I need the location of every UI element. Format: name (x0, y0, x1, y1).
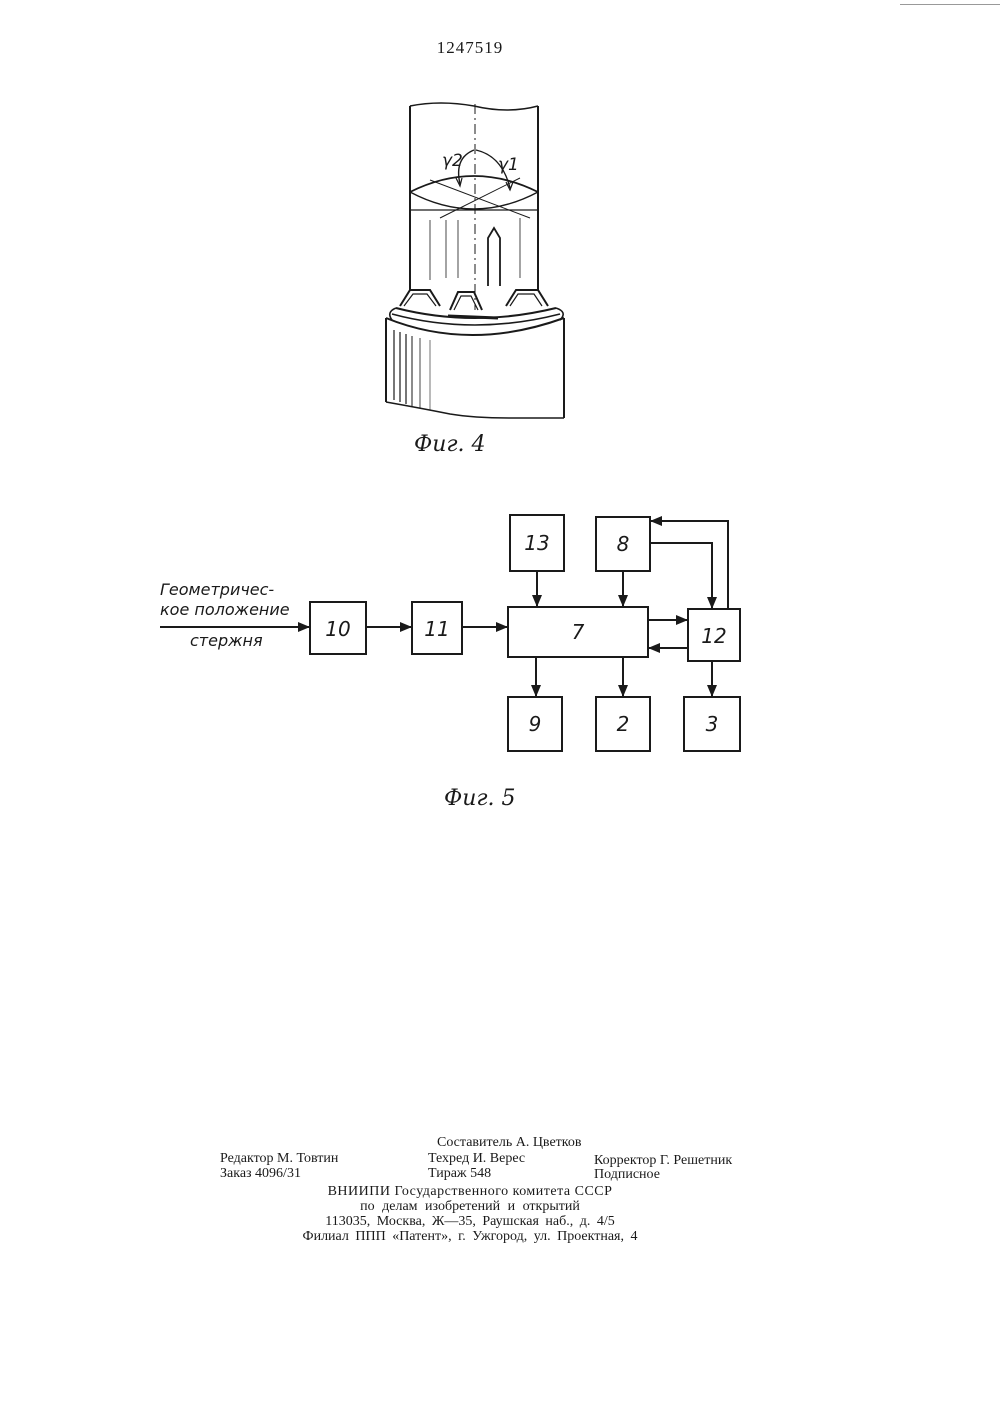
imprint-circulation: Тираж 548 (428, 1166, 491, 1182)
imprint-org-line4: Филиал ППП «Патент», г. Ужгород, ул. Про… (0, 1229, 940, 1245)
angle-gamma1-label: γ1 (498, 155, 519, 175)
input-label-line1: Геометричес- (160, 580, 274, 599)
imprint-compiler: Составитель А. Цветков (437, 1135, 582, 1151)
imprint-org-line1: ВНИИПИ Государственного комитета СССР (0, 1184, 940, 1200)
imprint-org-line2: по делам изобретений и открытий (0, 1199, 940, 1215)
block-13-label: 13 (524, 531, 549, 555)
imprint-techred: Техред И. Верес (428, 1151, 525, 1167)
imprint-editor: Редактор М. Товтин (220, 1151, 338, 1167)
angle-gamma2-label: γ2 (442, 151, 463, 171)
block-9-label: 9 (529, 712, 542, 736)
block-2-label: 2 (617, 712, 630, 736)
imprint-order: Заказ 4096/31 (220, 1166, 301, 1182)
block-11-label: 11 (424, 617, 449, 641)
figure-5-block-diagram: 10 11 7 13 8 12 9 2 3 Геометричес- кое п… (150, 505, 770, 765)
top-edge-line (900, 4, 1000, 5)
block-7-label: 7 (572, 620, 585, 644)
imprint-org-line3: 113035, Москва, Ж—35, Раушская наб., д. … (0, 1214, 940, 1230)
patent-number: 1247519 (0, 38, 940, 58)
figure-5-caption: Фиг. 5 (444, 786, 516, 811)
block-10-label: 10 (325, 617, 350, 641)
block-12-label: 12 (701, 624, 726, 648)
imprint-subscription: Подписное (594, 1167, 660, 1183)
block-8-label: 8 (617, 532, 630, 556)
figure-4-caption: Фиг. 4 (414, 432, 486, 457)
figure-4-drawing: γ2 γ1 (370, 100, 590, 430)
block-3-label: 3 (706, 712, 719, 736)
input-label-line2: кое положение (160, 600, 290, 619)
input-label-line3: стержня (190, 631, 263, 650)
